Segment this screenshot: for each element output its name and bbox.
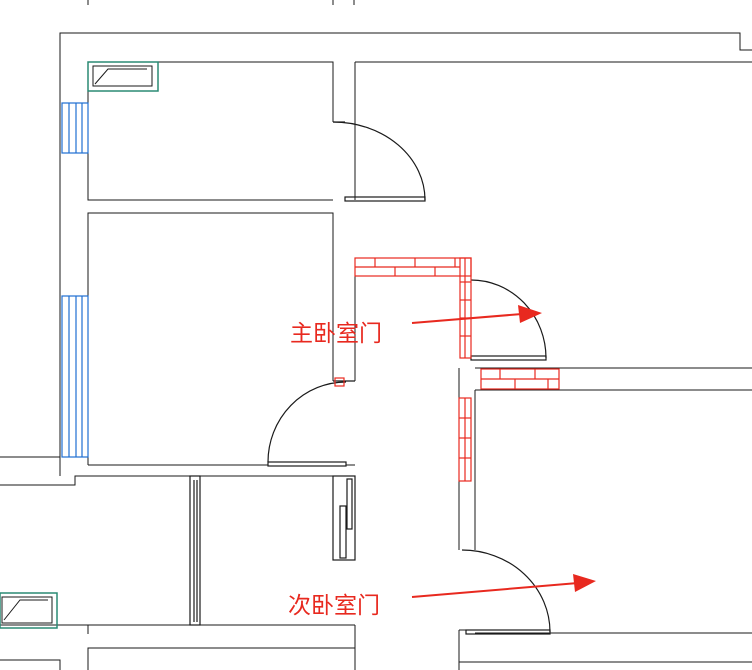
door-study (332, 121, 426, 202)
ac-unit-top (87, 61, 159, 92)
ac-unit-bottom (0, 592, 58, 629)
new-wall-horizontal-mid (480, 368, 560, 390)
window-lower (61, 295, 89, 458)
walls (0, 32, 752, 670)
arrow-master-bedroom-door (411, 305, 542, 324)
label-second-bedroom-door: 次卧室门 (288, 593, 380, 619)
door-second-bedroom (461, 549, 551, 635)
room-top-left (88, 61, 334, 122)
sliding-door-right (332, 475, 356, 561)
label-master-bedroom-door: 主卧室门 (290, 321, 382, 347)
small-marker (334, 377, 345, 387)
new-wall-vertical-mid (458, 397, 472, 482)
top-edge-marks (87, 0, 355, 5)
outer-wall-top (59, 32, 752, 457)
door-master-bedroom (470, 279, 547, 361)
bottom-wall (0, 456, 61, 476)
arrow-second-bedroom-door (411, 574, 596, 598)
door-living (267, 380, 355, 467)
sliding-door-left (189, 475, 201, 626)
new-wall-horizontal-top (354, 257, 472, 277)
window-upper (61, 102, 89, 154)
new-wall-vertical-top (459, 257, 472, 359)
